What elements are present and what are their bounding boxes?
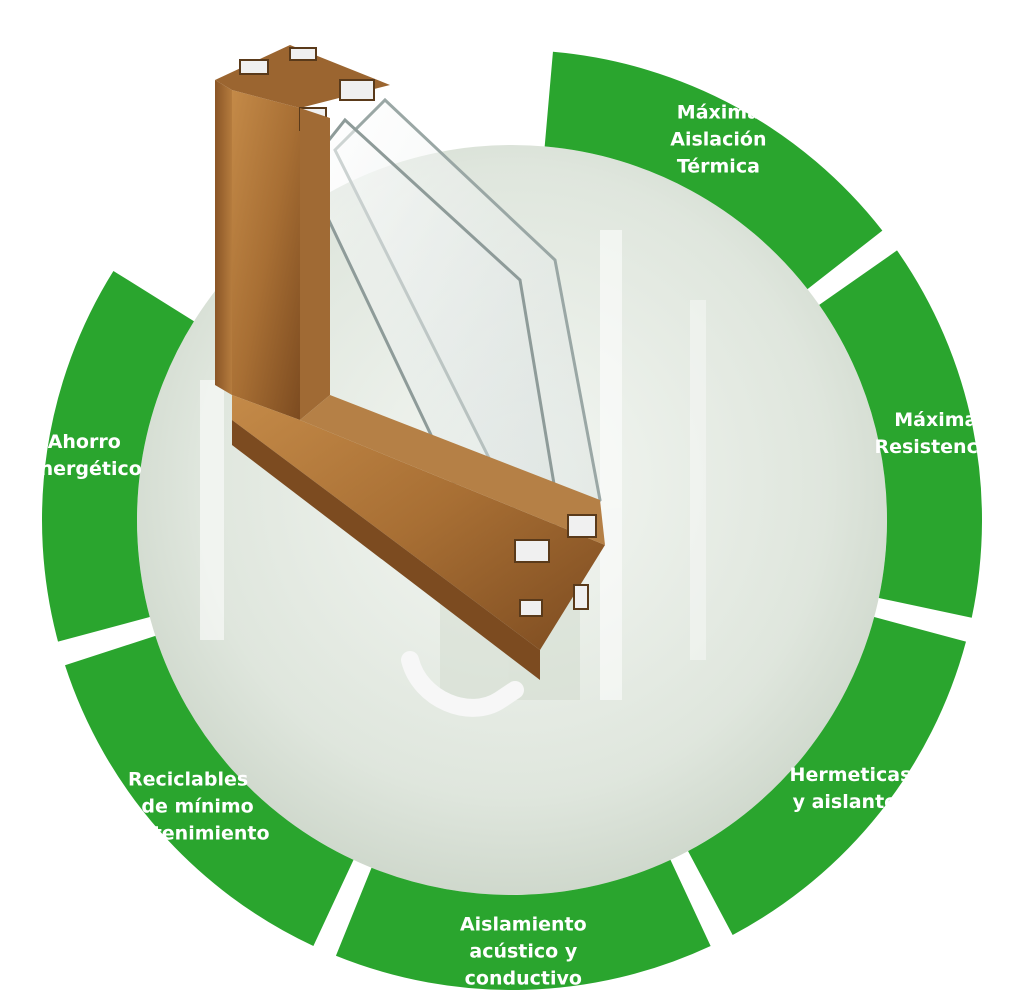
frame-horizontal-lower: [232, 420, 540, 680]
frame-inner-bottom: [300, 395, 605, 545]
segments-group: [42, 51, 982, 990]
frame-vertical-side: [215, 80, 232, 395]
segment-aislamiento-acustico: [335, 859, 711, 990]
frame-inner-lip: [300, 108, 330, 420]
segment-ahorro-energetico: [42, 270, 194, 642]
window-profile-illustration: [215, 45, 605, 717]
window-handle: [401, 651, 524, 717]
segment-maxima-aislacion-termica: [544, 51, 883, 290]
frame-vertical-front: [232, 90, 300, 420]
frame-horizontal-front: [232, 395, 605, 650]
segment-hermeticas-aislantes: [688, 617, 966, 935]
segment-reciclables-mantenimiento: [65, 635, 354, 946]
segment-maxima-resistencia: [819, 250, 982, 618]
